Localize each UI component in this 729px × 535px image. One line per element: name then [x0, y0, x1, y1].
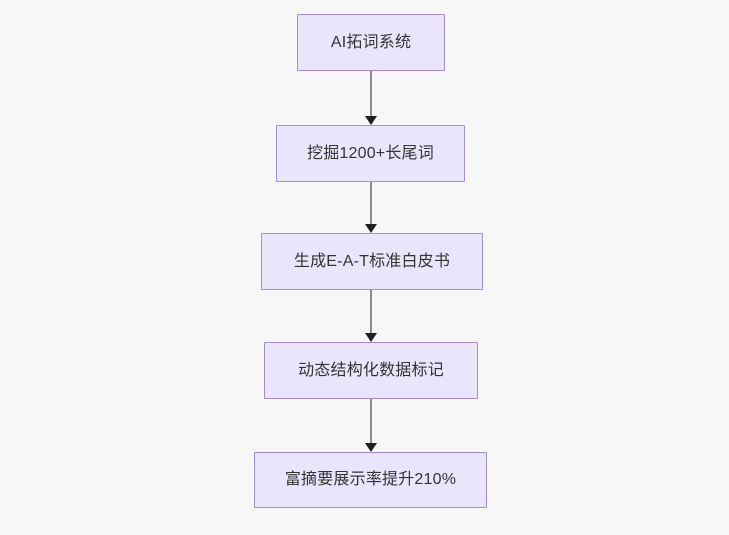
flow-node-label: 挖掘1200+长尾词: [307, 144, 434, 162]
arrowhead-n3-n4: [365, 333, 377, 342]
flow-node-label: 富摘要展示率提升210%: [284, 471, 457, 489]
flow-node-rich-snippet-impression-lift[interactable]: 富摘要展示率提升210%: [254, 452, 487, 508]
edge-n1-n2: [370, 71, 372, 116]
edge-n2-n3: [370, 182, 372, 224]
flow-node-label: 动态结构化数据标记: [298, 361, 444, 379]
arrowhead-n2-n3: [365, 224, 377, 233]
flow-node-dynamic-structured-data-markup[interactable]: 动态结构化数据标记: [264, 342, 478, 399]
flow-node-ai-keyword-system[interactable]: AI拓词系统: [297, 14, 445, 71]
flow-node-generate-eat-whitepaper[interactable]: 生成E-A-T标准白皮书: [261, 233, 483, 290]
arrowhead-n4-n5: [365, 443, 377, 452]
edge-n3-n4: [370, 290, 372, 333]
arrowhead-n1-n2: [365, 116, 377, 125]
flow-node-label: 生成E-A-T标准白皮书: [293, 252, 451, 270]
flow-node-label: AI拓词系统: [330, 33, 412, 51]
flow-node-mine-longtail-keywords[interactable]: 挖掘1200+长尾词: [276, 125, 465, 182]
edge-n4-n5: [370, 399, 372, 443]
